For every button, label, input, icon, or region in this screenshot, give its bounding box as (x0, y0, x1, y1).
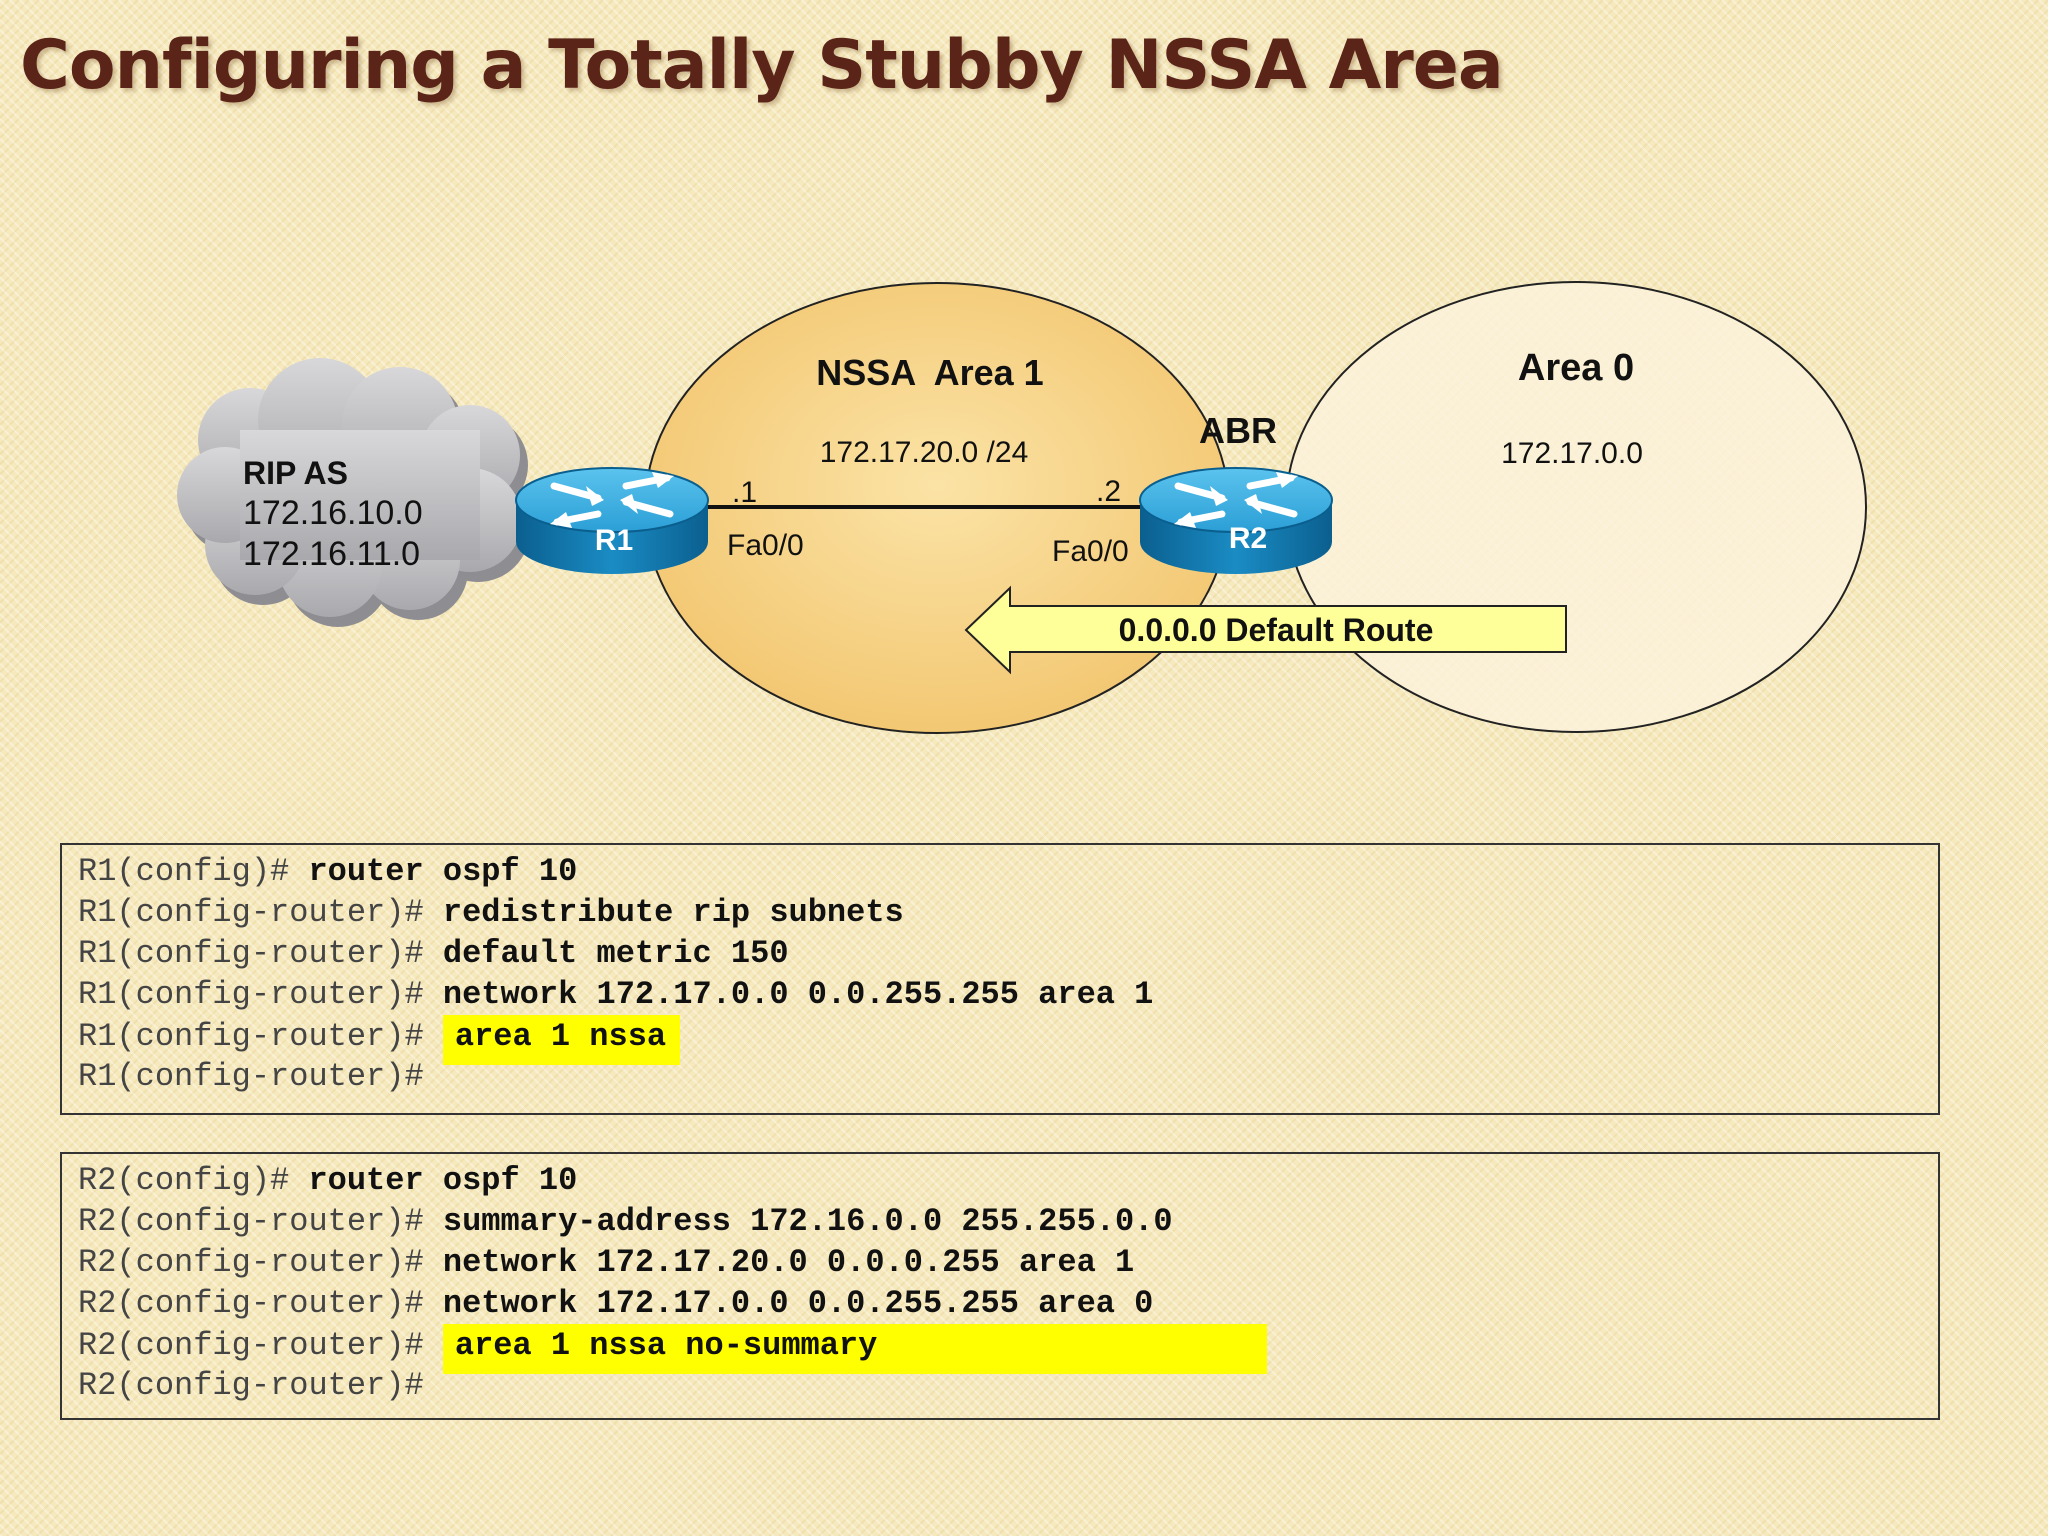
r2-config-line: R2(config-router)# (78, 1365, 1922, 1406)
cli-prompt: R1(config-router)# (78, 976, 443, 1013)
r2-config-line: R2(config-router)# summary-address 172.1… (78, 1201, 1922, 1242)
cli-command: router ospf 10 (308, 853, 578, 890)
page-title: Configuring a Totally Stubby NSSA Area (20, 26, 1504, 105)
r1-config-line: R1(config-router)# network 172.17.0.0 0.… (78, 974, 1922, 1015)
rip-cloud (177, 358, 530, 627)
cli-prompt: R2(config-router)# (78, 1367, 424, 1404)
cli-prompt: R2(config-router)# (78, 1244, 443, 1281)
cli-prompt: R1(config-router)# (78, 1058, 424, 1095)
cli-command: summary-address 172.16.0.0 255.255.0.0 (442, 1203, 1173, 1240)
cli-command: network 172.17.20.0 0.0.0.255 area 1 (442, 1244, 1135, 1281)
r1-config-line: R1(config-router)# redistribute rip subn… (78, 892, 1922, 933)
default-route-arrow (964, 585, 1567, 675)
cli-command: router ospf 10 (308, 1162, 578, 1199)
r1-config-line: R1(config-router)# area 1 nssa (78, 1015, 1922, 1065)
r1-interface-label: Fa0/0 (727, 529, 804, 562)
r2-config-line: R2(config)# router ospf 10 (78, 1160, 1922, 1201)
r1-config-line: R1(config-router)# (78, 1056, 1922, 1097)
abr-label: ABR (1199, 410, 1277, 451)
rip-network-1: 172.16.10.0 (243, 494, 423, 532)
cli-prompt: R2(config-router)# (78, 1327, 443, 1364)
cli-prompt: R1(config)# (78, 853, 309, 890)
cli-prompt: R2(config)# (78, 1162, 309, 1199)
router-r1-label: R1 (595, 524, 633, 557)
area0-label: Area 0 (1518, 347, 1634, 389)
router-r2-label: R2 (1229, 522, 1267, 555)
cli-command: network 172.17.0.0 0.0.255.255 area 0 (442, 1285, 1154, 1322)
cli-prompt: R1(config-router)# (78, 1018, 443, 1055)
r2-host-label: .2 (1096, 475, 1121, 508)
nssa-area-network: 172.17.20.0 /24 (820, 436, 1029, 469)
cli-prompt: R1(config-router)# (78, 935, 443, 972)
area0-network: 172.17.0.0 (1501, 437, 1643, 470)
rip-as-label: RIP AS (243, 455, 348, 491)
cli-prompt: R2(config-router)# (78, 1203, 443, 1240)
network-diagram: RIP AS 172.16.10.0 172.16.11.0 R1 R2 NSS… (177, 281, 1867, 734)
rip-network-2: 172.16.11.0 (243, 535, 420, 573)
cli-command: default metric 150 (442, 935, 789, 972)
cli-prompt: R1(config-router)# (78, 894, 443, 931)
r1-host-label: .1 (732, 476, 757, 509)
r2-config-line: R2(config-router)# area 1 nssa no-summar… (78, 1324, 1922, 1374)
router-r2-icon (1139, 467, 1333, 574)
cli-command: redistribute rip subnets (442, 894, 904, 931)
nssa-area-label: NSSA Area 1 (816, 352, 1043, 393)
highlighted-command: area 1 nssa (442, 1015, 681, 1065)
r2-config-line: R2(config-router)# network 172.17.20.0 0… (78, 1242, 1922, 1283)
r1-config-line: R1(config-router)# default metric 150 (78, 933, 1922, 974)
default-route-label: 0.0.0.0 Default Route (1119, 612, 1434, 648)
highlighted-command: area 1 nssa no-summary (442, 1324, 1268, 1374)
router-r1-icon (515, 467, 709, 574)
r1-config-line: R1(config)# router ospf 10 (78, 851, 1922, 892)
r2-config-line: R2(config-router)# network 172.17.0.0 0.… (78, 1283, 1922, 1324)
r2-interface-label: Fa0/0 (1052, 535, 1129, 568)
cli-command: network 172.17.0.0 0.0.255.255 area 1 (442, 976, 1154, 1013)
cli-prompt: R2(config-router)# (78, 1285, 443, 1322)
